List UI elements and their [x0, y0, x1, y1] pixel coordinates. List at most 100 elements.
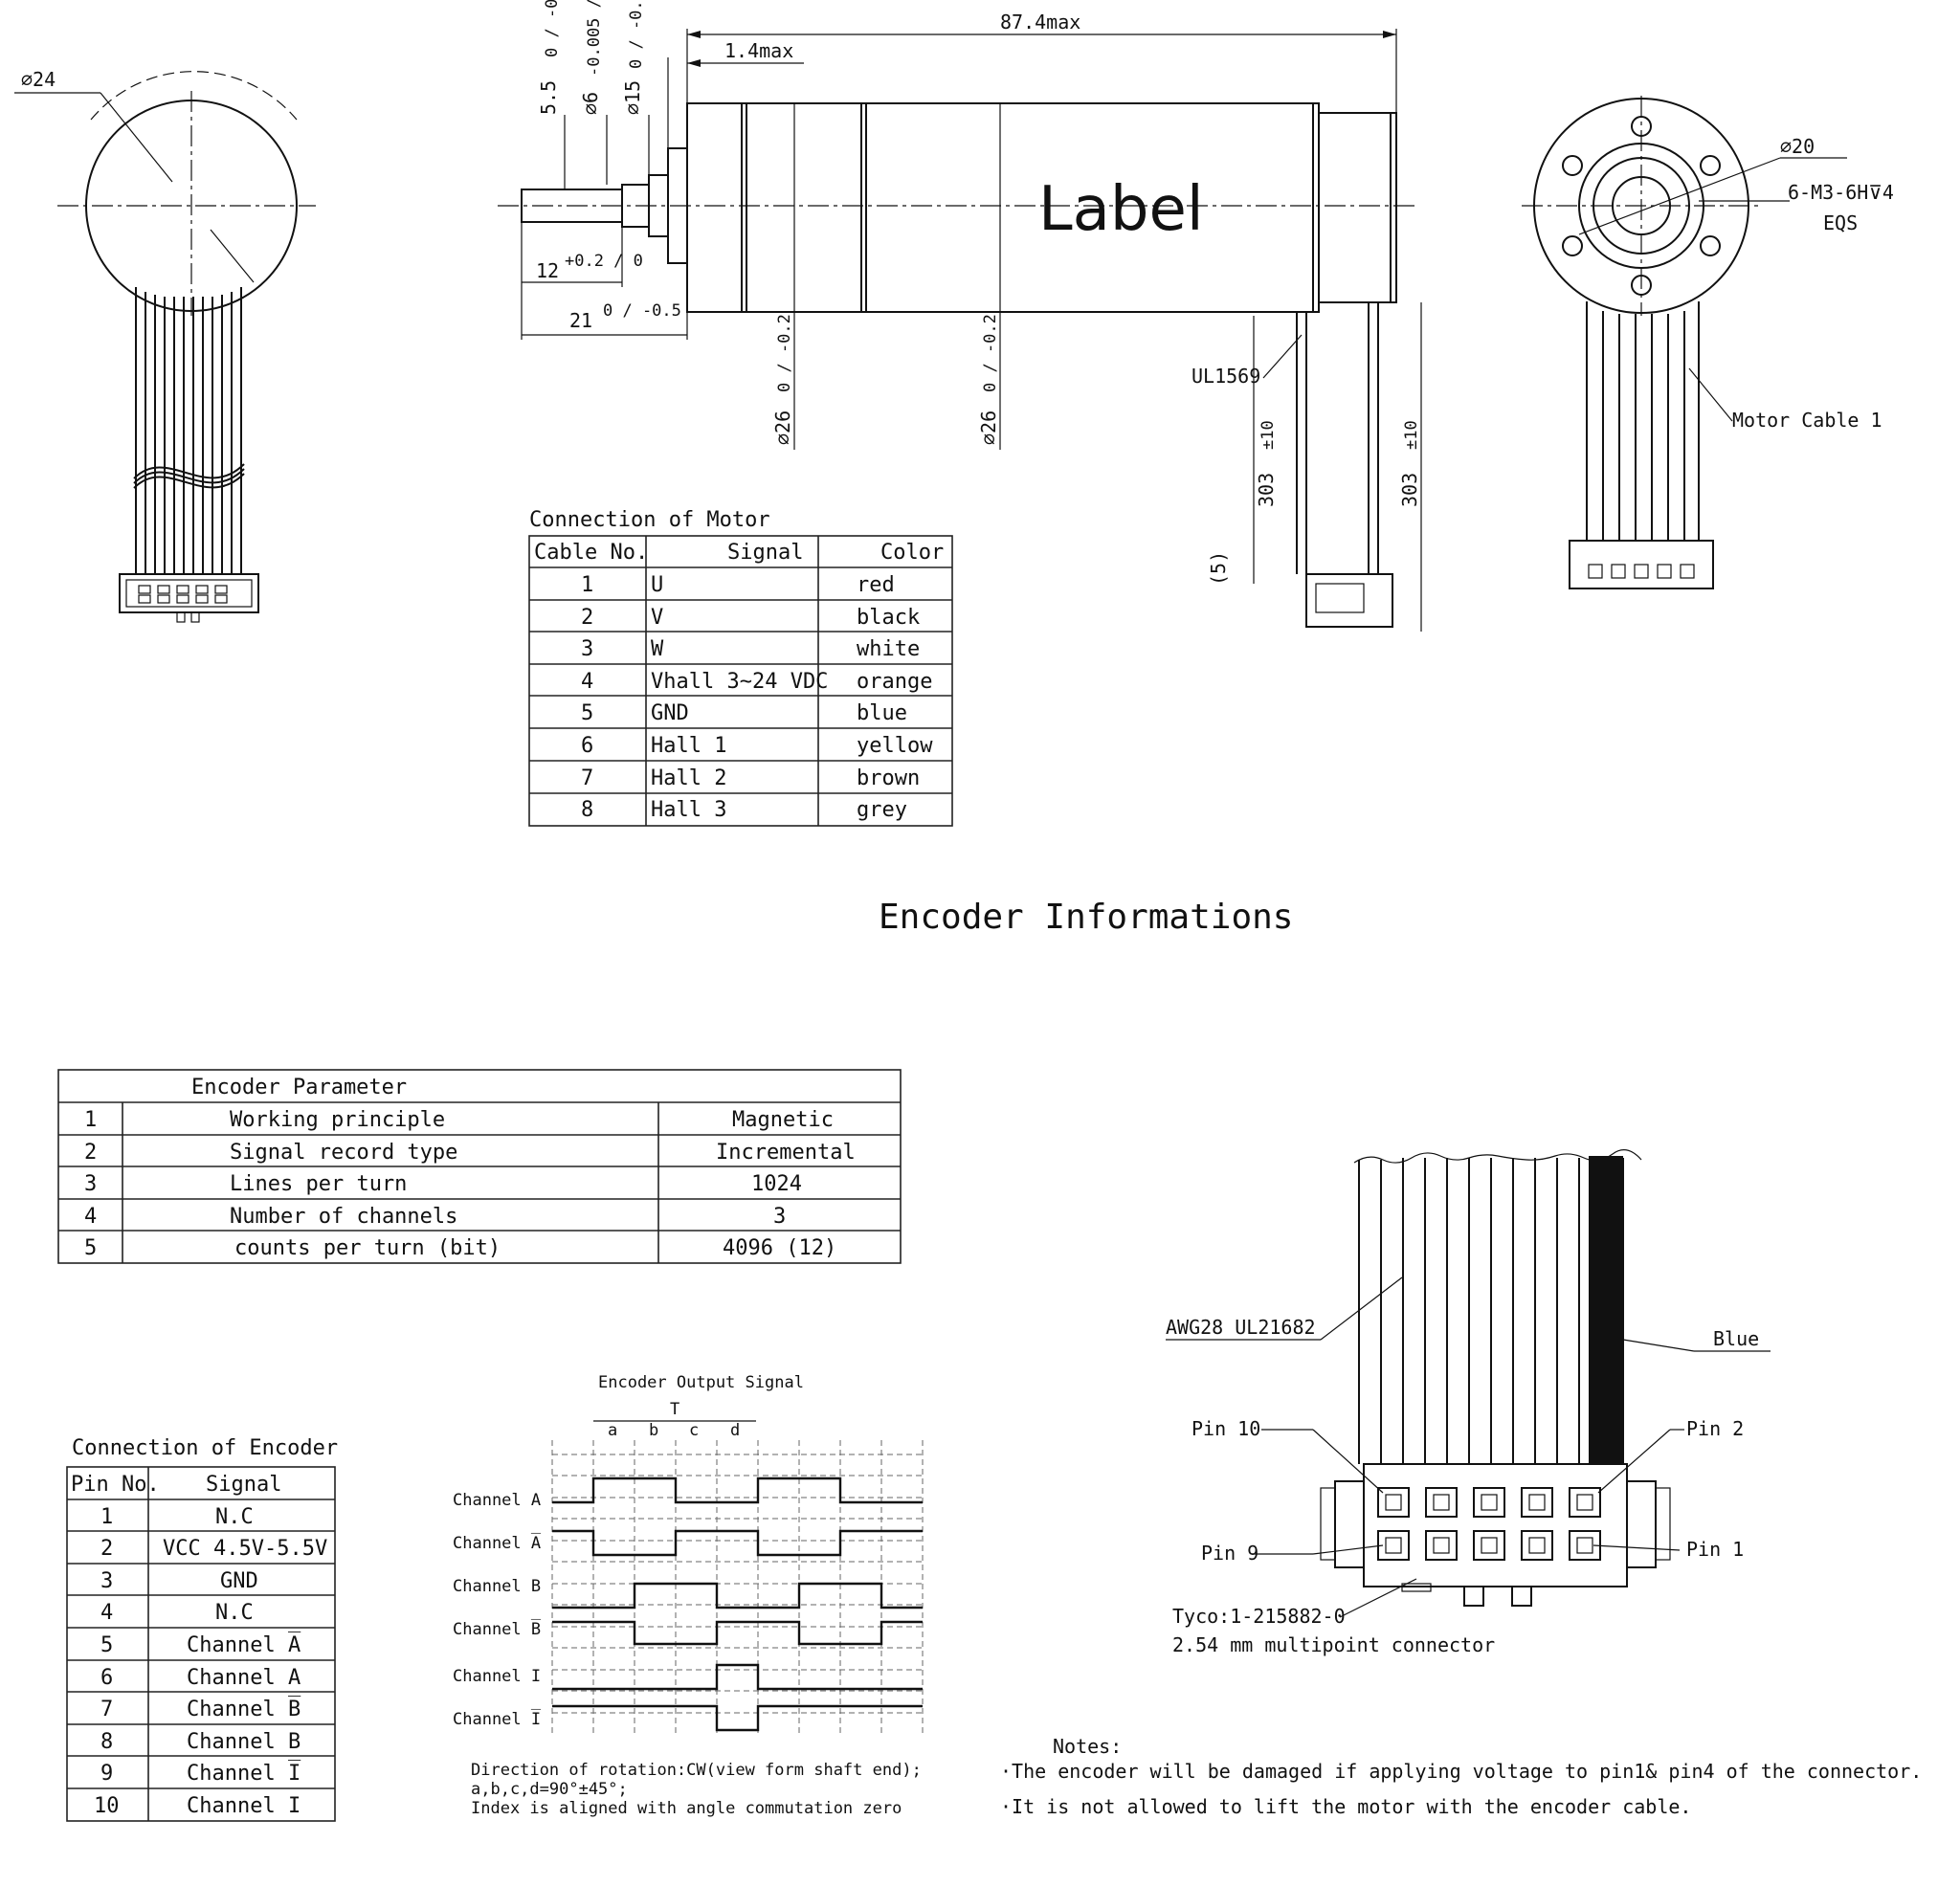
connector-part-label: Tyco:1-215882-0 [1172, 1605, 1346, 1628]
notes-heading: Notes: [1053, 1735, 1122, 1758]
dim-d26-a-tol: 0 / -0.2 [775, 314, 794, 392]
dim-d26-a: ⌀26 [771, 411, 794, 445]
dim-d26-b-tol: 0 / -0.2 [981, 314, 1000, 392]
motor-cell-signal: Vhall 3~24 VDC [651, 670, 828, 694]
enc-cell-pin: 6 [100, 1666, 113, 1690]
motor-cell-color: blue [857, 701, 907, 725]
enc-cell-pin: 5 [100, 1633, 113, 1657]
param-cell-no: 4 [84, 1205, 97, 1229]
signal-note: Direction of rotation:CW(view form shaft… [471, 1761, 922, 1780]
motor-end-connector [1569, 540, 1714, 589]
motor-th-signal: Signal [727, 541, 803, 565]
enc-cell-signal: GND [220, 1569, 258, 1593]
pin2-label: Pin 2 [1686, 1417, 1744, 1440]
signal-title: Encoder Output Signal [598, 1373, 804, 1392]
motor-cell-signal: V [651, 606, 663, 630]
enc-cell-pin: 1 [100, 1505, 113, 1529]
encoder-param-title: Encoder Parameter [191, 1076, 407, 1099]
enc-cell-pin: 8 [100, 1730, 113, 1754]
motor-cell-signal: Hall 3 [651, 798, 726, 822]
dim-cable-b: 303 [1398, 473, 1421, 507]
param-cell-name: counts per turn (bit) [234, 1236, 501, 1260]
motor-cell-no: 1 [581, 573, 593, 597]
motor-cell-color: yellow [857, 734, 933, 758]
enc-cell-signal: Channel B [187, 1730, 301, 1754]
dim-conn-gap: (5) [1207, 551, 1230, 586]
motor-cell-no: 2 [581, 606, 593, 630]
dim-cable-b-tol: ±10 [1402, 420, 1421, 450]
dim-55-tol: 0 / -0.1 [543, 0, 562, 57]
motor-cell-signal: Hall 1 [651, 734, 726, 758]
encoder-ribbon-cable [133, 287, 245, 574]
wave-channel-i [552, 1663, 923, 1691]
motor-th-color: Color [880, 541, 944, 565]
param-cell-no: 1 [84, 1108, 97, 1132]
motor-cell-signal: Hall 2 [651, 766, 726, 790]
param-cell-value: 3 [773, 1205, 786, 1229]
encoder-housing [1318, 112, 1392, 303]
param-cell-no: 3 [84, 1172, 97, 1196]
motor-connection-table: Connection of Motor Cable No. Signal Col… [528, 508, 953, 827]
param-cell-value: 4096 (12) [723, 1236, 836, 1260]
enc-cell-signal: VCC 4.5V-5.5V [163, 1537, 327, 1561]
dim-overall-length: 87.4max [1000, 11, 1080, 33]
motor-th-cable: Cable No. [534, 541, 648, 565]
motor-cell-no: 7 [581, 766, 593, 790]
param-cell-no: 5 [84, 1236, 97, 1260]
encoder-output-signal: Encoder Output Signal T a b c d [453, 1373, 924, 1818]
section-title: Encoder Informations [879, 898, 1293, 937]
dim-d15-tol: 0 / -0.01 [627, 0, 646, 69]
enc-cell-signal: N.C [215, 1505, 254, 1529]
shaft-end-view: ⌀20 6-M3-6H⊽4 EQS Motor Cable 1 [1522, 96, 1894, 589]
connector-desc-label: 2.54 mm multipoint connector [1172, 1633, 1495, 1656]
wave-channel-b [552, 1582, 923, 1610]
signal-phase: b [649, 1421, 658, 1440]
param-cell-name: Lines per turn [230, 1172, 407, 1196]
encoder-conn-title: Connection of Encoder [72, 1436, 338, 1460]
enc-cell-signal: Channel A [187, 1666, 301, 1690]
enc-cell-pin: 10 [94, 1794, 120, 1818]
dim-d24-label: ⌀24 [21, 68, 56, 91]
motor-cell-no: 8 [581, 798, 593, 822]
pin1-label: Pin 1 [1686, 1538, 1744, 1561]
motor-cable-label: Motor Cable 1 [1732, 409, 1882, 432]
signal-note: Index is aligned with angle commutation … [471, 1799, 902, 1818]
encoder-parameter-table: Encoder Parameter 1 Working principle Ma… [57, 1069, 902, 1264]
wave-channel-b-bar [552, 1620, 923, 1646]
dim-front-len: 21 [569, 309, 592, 332]
enc-cell-pin: 7 [100, 1698, 113, 1721]
body-label-text: Label [1038, 174, 1204, 245]
param-cell-value: Magnetic [732, 1108, 834, 1132]
dim-d6: ⌀6 [579, 92, 602, 115]
encoder-connection-table: Connection of Encoder Pin No. Signal 1 N… [66, 1436, 338, 1822]
wave-channel-a-bar [552, 1529, 923, 1557]
motor-side-view: Label 87.4max 1.4max 5.5 0 / -0.1 ⌀6 -0.… [498, 0, 1422, 632]
enc-cell-signal: Channel I̅ [187, 1761, 301, 1786]
signal-channel-label: Channel A̅ [453, 1532, 542, 1553]
motor-cell-signal: GND [651, 701, 689, 725]
dim-d26-b: ⌀26 [977, 411, 1000, 445]
signal-channel-label: Channel B [453, 1577, 541, 1596]
wave-channel-a [552, 1476, 923, 1504]
dim-d20-label: ⌀20 [1780, 135, 1815, 158]
motor-cable-connector [1305, 573, 1393, 628]
signal-channel-label: Channel B̅ [453, 1618, 542, 1639]
motor-cell-no: 5 [581, 701, 593, 725]
enc-cell-signal: Channel A̅ [187, 1632, 301, 1657]
pin10-label: Pin 10 [1192, 1417, 1260, 1440]
pin9-label: Pin 9 [1201, 1542, 1258, 1565]
motor-cell-no: 6 [581, 734, 593, 758]
enc-cell-pin: 9 [100, 1762, 113, 1786]
motor-cell-no: 4 [581, 670, 593, 694]
param-cell-value: 1024 [751, 1172, 802, 1196]
signal-phase: d [730, 1421, 740, 1440]
param-cell-value: Incremental [716, 1141, 856, 1165]
motor-cell-color: orange [857, 670, 932, 694]
encoder-end-view: ⌀24 [14, 68, 316, 623]
motor-cell-color: white [857, 637, 920, 661]
blue-wire [1589, 1156, 1623, 1464]
connector-body [1363, 1463, 1628, 1587]
encoder-connector-detail: AWG28 UL21682 Blue Pin 10 Pin 2 Pin 9 [1166, 1149, 1771, 1656]
